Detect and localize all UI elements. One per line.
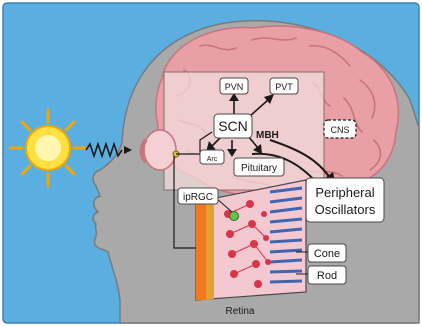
retina-label: Retina [226,306,255,317]
arc-label: Arc [207,156,218,163]
rod-label: Rod [317,270,337,282]
pituitary-label: Pituitary [241,163,277,174]
scn-label: SCN [218,118,248,134]
peripheral-label-line1: Peripheral [315,185,374,200]
mbh-label: MBH [256,130,279,141]
cns-label: CNS [330,125,349,135]
pvn-label: PVN [225,82,244,92]
pvt-label: PVT [275,82,293,92]
peripheral-label-line2: Oscillators [315,202,376,217]
cone-label: Cone [314,248,340,260]
iprgc-label: ipRGC [183,192,213,203]
iprgc-cell [230,212,239,221]
sun-icon [10,110,86,186]
